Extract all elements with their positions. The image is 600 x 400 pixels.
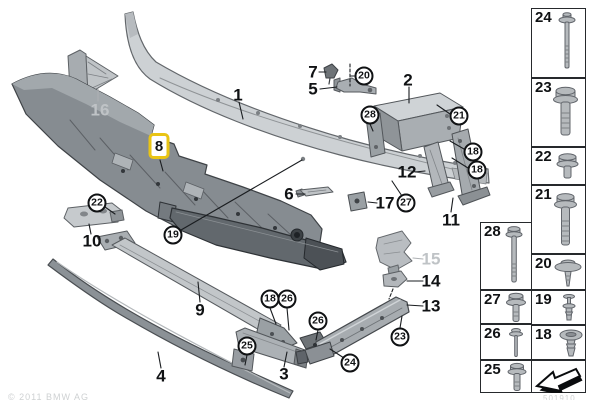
fastener-box-27-label: 27 — [484, 291, 501, 308]
callout-circled-26-a[interactable]: 26 — [277, 289, 297, 309]
callout-circled-28[interactable]: 28 — [360, 105, 380, 125]
bolt-short-icon — [507, 362, 527, 391]
callout-circled-19[interactable]: 19 — [163, 225, 183, 245]
callout-5[interactable]: 5 — [308, 79, 318, 99]
bolt-large-icon — [553, 86, 578, 136]
callout-6[interactable]: 6 — [284, 184, 294, 204]
leader-lines — [88, 63, 469, 369]
copyright-watermark: © 2011 BMW AG — [8, 392, 89, 400]
callout-15-grayed[interactable]: 15 — [421, 249, 441, 269]
fastener-box-28-label: 28 — [484, 223, 501, 240]
callout-circled-18-a[interactable]: 18 — [463, 142, 483, 162]
bolt-sems-icon — [506, 292, 526, 322]
fastener-box-23-label: 23 — [535, 79, 552, 96]
fastener-box-20[interactable]: 20 — [531, 254, 586, 290]
callout-9[interactable]: 9 — [195, 300, 205, 320]
callout-circled-26-b[interactable]: 26 — [308, 311, 328, 331]
fastener-box-19[interactable]: 19 — [531, 290, 586, 325]
part-14-bracket — [382, 270, 408, 288]
callout-10[interactable]: 10 — [82, 231, 102, 251]
part-2-crash-box — [365, 92, 464, 158]
grommet-clip-icon — [559, 329, 583, 357]
callout-circled-24[interactable]: 24 — [340, 353, 360, 373]
fastener-box-18[interactable]: 18 — [531, 325, 586, 360]
callout-12[interactable]: 12 — [397, 162, 417, 182]
callout-circled-25[interactable]: 25 — [237, 336, 257, 356]
part-13-rail — [295, 296, 410, 365]
callout-16-grayed[interactable]: 16 — [90, 100, 110, 120]
callout-circled-23[interactable]: 23 — [390, 327, 410, 347]
fastener-box-22-label: 22 — [535, 148, 552, 165]
fastener-box-27[interactable]: 27 — [480, 290, 532, 324]
callout-circled-21[interactable]: 21 — [449, 106, 469, 126]
callout-2[interactable]: 2 — [403, 70, 413, 90]
fastener-box-25-label: 25 — [484, 361, 501, 378]
bolt-medium-icon — [554, 193, 577, 246]
part-10-bracket — [63, 202, 125, 228]
expansion-rivet-icon — [562, 294, 576, 321]
fastener-box-20-label: 20 — [535, 255, 552, 272]
callout-3[interactable]: 3 — [279, 364, 289, 384]
bolt-stub-icon — [556, 153, 579, 179]
fastener-box-18-label: 18 — [535, 326, 552, 343]
fastener-box-26-label: 26 — [484, 325, 501, 342]
callout-8-highlighted[interactable]: 8 — [148, 133, 170, 159]
leader-lines-gray — [97, 88, 424, 260]
fastener-box-23[interactable]: 23 — [531, 78, 586, 147]
callout-circled-18-c[interactable]: 18 — [260, 289, 280, 309]
screw-small-icon — [509, 328, 523, 357]
fastener-box-21[interactable]: 21 — [531, 185, 586, 254]
fastener-box-19-label: 19 — [535, 291, 552, 308]
callout-14[interactable]: 14 — [421, 271, 441, 291]
direction-arrow-icon — [534, 367, 583, 393]
callout-4[interactable]: 4 — [156, 366, 166, 386]
part-17-bracket — [347, 191, 368, 212]
bolt-long-thin-icon — [558, 12, 576, 69]
callout-circled-22[interactable]: 22 — [87, 193, 107, 213]
callout-11[interactable]: 11 — [442, 210, 460, 230]
fastener-box-24-label: 24 — [535, 9, 552, 26]
part-12-plate — [423, 141, 455, 198]
callout-circled-20[interactable]: 20 — [354, 66, 374, 86]
callout-1[interactable]: 1 — [233, 85, 243, 105]
fastener-box-28[interactable]: 28 — [480, 222, 532, 290]
callout-circled-18-b[interactable]: 18 — [467, 160, 487, 180]
direction-arrow-box[interactable] — [531, 360, 586, 393]
fastener-box-24[interactable]: 24 — [531, 8, 586, 78]
diagram-code: 501910 — [543, 394, 576, 400]
bolt-long-slim-icon — [505, 226, 523, 283]
callout-circled-27[interactable]: 27 — [396, 193, 416, 213]
fastener-box-21-label: 21 — [535, 186, 552, 203]
callout-13[interactable]: 13 — [421, 296, 441, 316]
fastener-box-22[interactable]: 22 — [531, 147, 586, 185]
fastener-box-26[interactable]: 26 — [480, 324, 532, 360]
part-6-strip — [295, 186, 334, 198]
callout-7[interactable]: 7 — [308, 62, 318, 82]
part-8-energy-absorber — [11, 72, 323, 245]
part-4-lower-strip — [47, 258, 294, 399]
fastener-box-25[interactable]: 25 — [480, 360, 532, 393]
part-7-clip — [323, 63, 339, 85]
callout-17[interactable]: 17 — [375, 193, 395, 213]
washer-screw-icon — [554, 259, 582, 287]
